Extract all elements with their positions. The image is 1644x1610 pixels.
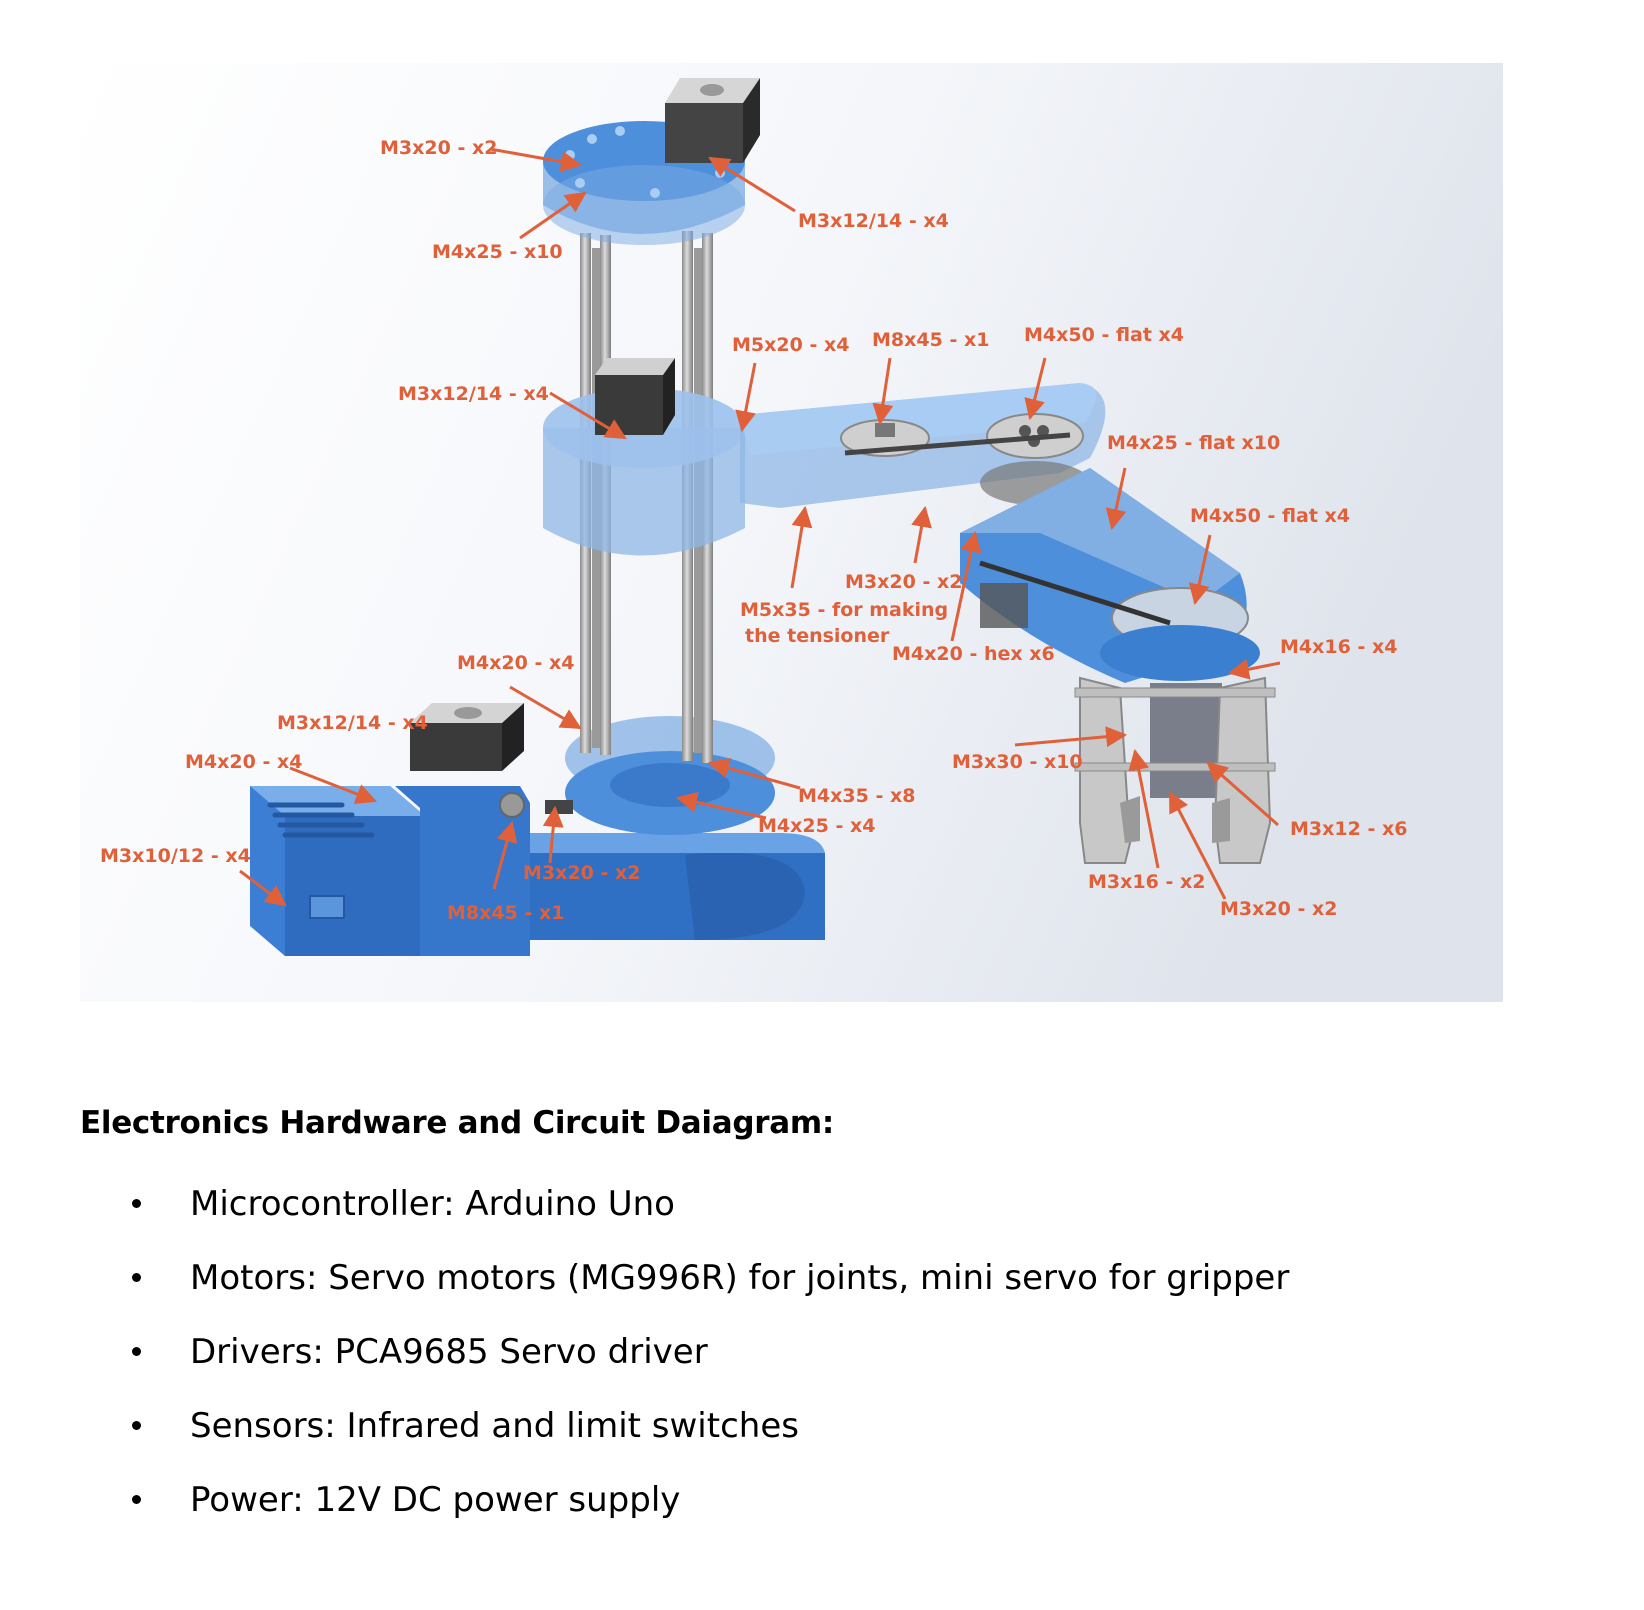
bullet-icon — [132, 1273, 141, 1282]
callout-label: M4x20 - hex x6 — [892, 643, 1055, 665]
callout-label: M4x20 - x4 — [457, 652, 574, 674]
list-item: Motors: Servo motors (MG996R) for joints… — [80, 1239, 1560, 1317]
section-heading: Electronics Hardware and Circuit Daiagra… — [80, 1105, 834, 1141]
callout-label: M4x16 - x4 — [1280, 636, 1397, 658]
callout-label: the tensioner — [745, 625, 890, 647]
callout-label: M3x12/14 - x4 — [277, 712, 428, 734]
callout-label: M4x20 - x4 — [185, 751, 302, 773]
callout-label: M3x20 - x2 — [380, 137, 497, 159]
list-item-text: Sensors: Infrared and limit switches — [190, 1406, 799, 1446]
list-item-text: Power: 12V DC power supply — [190, 1480, 681, 1520]
list-item-text: Microcontroller: Arduino Uno — [190, 1184, 675, 1224]
callout-label: M3x20 - x2 — [1220, 898, 1337, 920]
callout-label: M4x25 - x4 — [758, 815, 875, 837]
callout-label: M3x12/14 - x4 — [398, 383, 549, 405]
callout-label: M8x45 - x1 — [872, 329, 989, 351]
callout-label: M3x16 - x2 — [1088, 871, 1205, 893]
arm-link-1 — [740, 383, 1106, 508]
list-item: Drivers: PCA9685 Servo driver — [80, 1313, 1560, 1391]
callout-label: M5x35 - for making — [740, 599, 948, 621]
callout-label: M4x50 - flat x4 — [1024, 324, 1184, 346]
electronics-section: Electronics Hardware and Circuit Daiagra… — [80, 1105, 1560, 1539]
callout-label: M4x25 - flat x10 — [1107, 432, 1280, 454]
hardware-spec-list: Microcontroller: Arduino Uno Motors: Ser… — [80, 1165, 1560, 1539]
callout-label: M3x12/14 - x4 — [798, 210, 949, 232]
bullet-icon — [132, 1199, 141, 1208]
callout-label: M4x25 - x10 — [432, 241, 563, 263]
list-item: Power: 12V DC power supply — [80, 1461, 1560, 1539]
bullet-icon — [132, 1421, 141, 1430]
list-item: Microcontroller: Arduino Uno — [80, 1165, 1560, 1243]
callout-label: M3x20 - x2 — [845, 571, 962, 593]
callout-label: M4x35 - x8 — [798, 785, 915, 807]
callout-label: M3x10/12 - x4 — [100, 845, 251, 867]
gripper — [1074, 676, 1276, 864]
callout-label: M3x30 - x10 — [952, 751, 1083, 773]
callout-labels: M3x20 - x2 M4x25 - x10 M3x12/14 - x4 M3x… — [100, 137, 1407, 924]
scara-robot-assembly-figure: M3x20 - x2 M4x25 - x10 M3x12/14 - x4 M3x… — [80, 63, 1503, 1002]
top-plate — [543, 78, 760, 245]
callout-label: M4x50 - flat x4 — [1190, 505, 1350, 527]
arm-link-2 — [960, 468, 1260, 683]
bullet-icon — [132, 1495, 141, 1504]
list-item: Sensors: Infrared and limit switches — [80, 1387, 1560, 1465]
middle-carriage — [543, 358, 745, 556]
callout-label: M8x45 - x1 — [447, 902, 564, 924]
list-item-text: Drivers: PCA9685 Servo driver — [190, 1332, 708, 1372]
base-assembly — [250, 703, 825, 956]
bullet-icon — [132, 1347, 141, 1356]
callout-label: M3x12 - x6 — [1290, 818, 1407, 840]
callout-label: M3x20 - x2 — [523, 862, 640, 884]
list-item-text: Motors: Servo motors (MG996R) for joints… — [190, 1258, 1290, 1298]
callout-arrows — [239, 147, 1281, 907]
callout-label: M5x20 - x4 — [732, 334, 849, 356]
